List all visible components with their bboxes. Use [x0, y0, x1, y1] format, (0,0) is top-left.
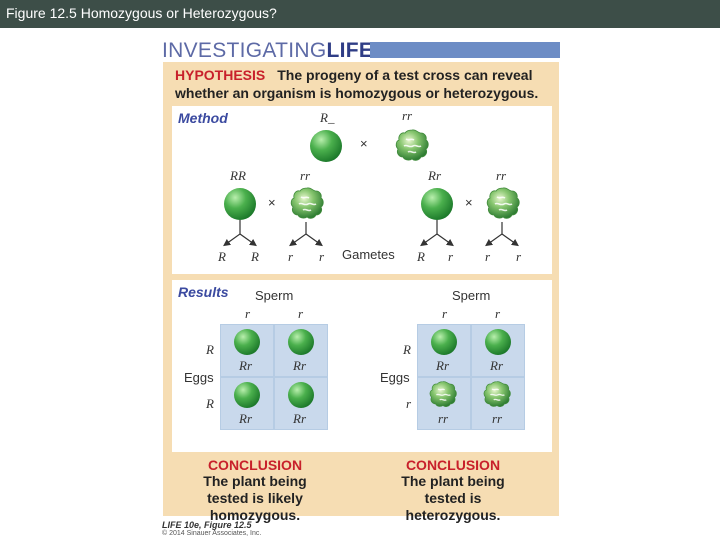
method-panel: Method R_ rr × RR rr × Rr rr ×: [172, 106, 552, 274]
round-pea-icon: [421, 188, 453, 220]
conclusion-left: CONCLUSION The plant being tested is lik…: [165, 457, 345, 524]
brand-header: INVESTIGATINGLIFE: [160, 38, 560, 64]
wrinkled-pea-icon: [485, 186, 521, 220]
genotype-RR: RR: [230, 168, 246, 183]
wrinkled-pea-icon: [482, 380, 512, 408]
cell-genotype: Rr: [239, 358, 252, 373]
sperm-allele: r: [298, 306, 304, 321]
conclusion-right: CONCLUSION The plant being tested is het…: [363, 457, 543, 524]
gamete-allele: R: [251, 249, 259, 264]
cell-genotype: rr: [492, 411, 503, 426]
punnett-cell: Rr: [221, 325, 273, 376]
results-label: Results: [178, 284, 229, 300]
gamete-allele: r: [448, 249, 454, 264]
wrinkled-pea-icon: [289, 186, 325, 220]
gamete-allele: r: [485, 249, 491, 264]
brand-suffix: LIFE: [326, 39, 374, 62]
cell-genotype: Rr: [293, 358, 306, 373]
egg-allele: R: [206, 342, 214, 357]
sperm-allele: r: [495, 306, 501, 321]
conclusion-heading: CONCLUSION: [207, 457, 303, 473]
genotype-Rr: Rr: [428, 168, 441, 183]
punnett-cell: Rr: [275, 325, 327, 376]
cross-symbol: ×: [268, 195, 276, 210]
sperm-allele: r: [442, 306, 448, 321]
wrinkled-pea-icon: [394, 128, 430, 162]
cell-genotype: Rr: [490, 358, 503, 373]
egg-allele: R: [206, 396, 214, 411]
genotype-rr-left: rr: [300, 168, 311, 183]
eggs-label: Eggs: [380, 370, 410, 385]
punnett-cell: rr: [472, 378, 524, 429]
punnett-cell: Rr: [418, 325, 470, 376]
brand-prefix: INVESTIGATING: [162, 39, 327, 62]
method-label: Method: [178, 110, 228, 126]
egg-allele: r: [406, 396, 412, 411]
hypothesis-label: HYPOTHESIS: [175, 67, 266, 83]
gametes-label: Gametes: [342, 247, 395, 262]
cross-symbol: ×: [360, 136, 368, 151]
window-titlebar: Figure 12.5 Homozygous or Heterozygous?: [0, 0, 720, 28]
punnett-square-left: Rr Rr Rr Rr: [220, 324, 328, 430]
cell-genotype: Rr: [239, 411, 252, 426]
conclusion-heading: CONCLUSION: [405, 457, 501, 473]
conclusion-text: The plant being tested is likely homozyg…: [203, 473, 307, 523]
gamete-allele: r: [288, 249, 294, 264]
punnett-cell: Rr: [472, 325, 524, 376]
genotype-unknown: R_: [320, 110, 335, 125]
window-title: Figure 12.5 Homozygous or Heterozygous?: [6, 5, 277, 21]
brand-bar: [370, 42, 560, 58]
round-pea-icon: [288, 329, 314, 355]
gamete-allele: r: [516, 249, 522, 264]
gamete-allele: R: [417, 249, 425, 264]
sperm-label: Sperm: [255, 288, 294, 303]
round-pea-icon: [288, 382, 314, 408]
eggs-label: Eggs: [184, 370, 214, 385]
gamete-allele: r: [319, 249, 325, 264]
punnett-cell: Rr: [275, 378, 327, 429]
credit-title: LIFE 10e, Figure 12.5: [162, 520, 252, 530]
credit-copyright: © 2014 Sinauer Associates, Inc.: [162, 530, 262, 537]
round-pea-icon: [310, 130, 342, 162]
genotype-rr-top: rr: [402, 108, 413, 123]
round-pea-icon: [485, 329, 511, 355]
cell-genotype: Rr: [436, 358, 449, 373]
round-pea-icon: [224, 188, 256, 220]
round-pea-icon: [431, 329, 457, 355]
wrinkled-pea-icon: [428, 380, 458, 408]
results-panel: Results Sperm r r R Eggs R Rr Rr Rr Rr: [172, 280, 552, 452]
egg-allele: R: [403, 342, 411, 357]
brand-wordmark: INVESTIGATINGLIFE: [162, 39, 373, 63]
round-pea-icon: [234, 382, 260, 408]
gamete-allele: R: [218, 249, 226, 264]
figure-credit: LIFE 10e, Figure 12.5 © 2014 Sinauer Ass…: [162, 520, 261, 537]
punnett-cell: rr: [418, 378, 470, 429]
punnett-cell: Rr: [221, 378, 273, 429]
punnett-square-right: Rr Rr rr rr: [417, 324, 525, 430]
gamete-arrows: [223, 220, 519, 247]
cell-genotype: Rr: [293, 411, 306, 426]
genotype-rr-right: rr: [496, 168, 507, 183]
sperm-label: Sperm: [452, 288, 491, 303]
hypothesis-text: The progeny of a test cross can reveal w…: [175, 67, 539, 101]
cell-genotype: rr: [438, 411, 449, 426]
cross-symbol: ×: [465, 195, 473, 210]
sperm-allele: r: [245, 306, 251, 321]
round-pea-icon: [234, 329, 260, 355]
conclusion-text: The plant being tested is heterozygous.: [401, 473, 505, 523]
